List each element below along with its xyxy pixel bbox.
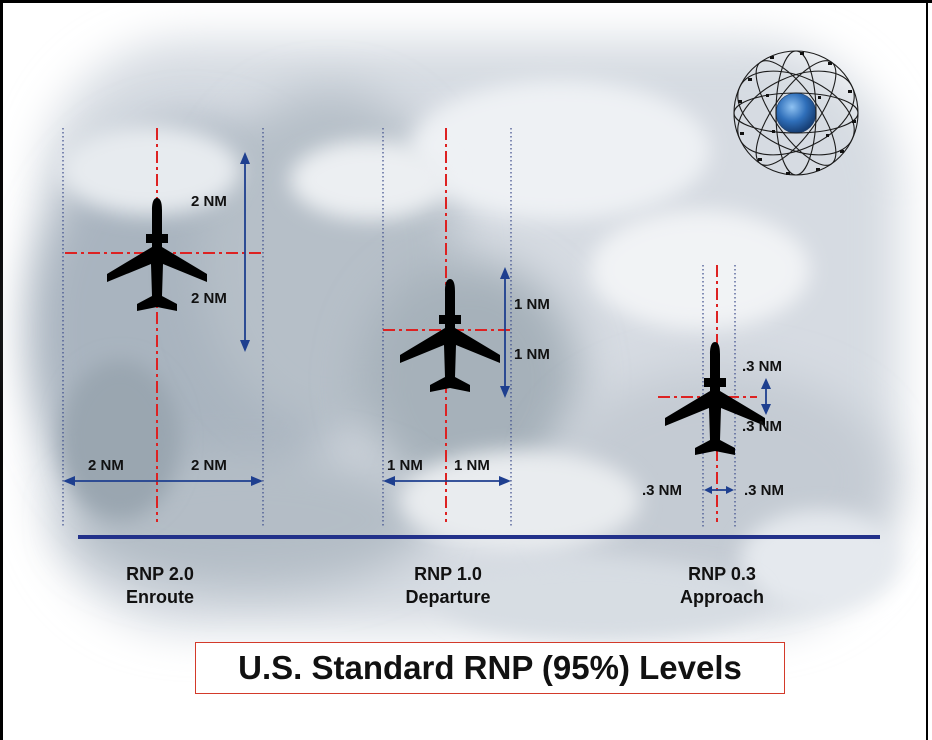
- rnp03-lower-distance-label: .3 NM: [742, 418, 783, 435]
- rnp2-caption: RNP 2.0 Enroute: [60, 563, 260, 609]
- frame-left-border: [0, 0, 3, 740]
- rnp2-left-distance-label: 2 NM: [88, 457, 124, 474]
- rnp1-caption: RNP 1.0 Departure: [348, 563, 548, 609]
- page-title: U.S. Standard RNP (95%) Levels: [238, 649, 742, 686]
- frame-top-border: [0, 0, 932, 3]
- gps-satellite-constellation-icon: [733, 50, 859, 176]
- rnp2-upper-distance-label: 2 NM: [191, 193, 227, 210]
- rnp2-right-distance-label: 2 NM: [191, 457, 227, 474]
- rnp03-caption: RNP 0.3 Approach: [622, 563, 822, 609]
- rnp1-phase-name: Departure: [405, 587, 491, 607]
- rnp03-phase-name: Approach: [679, 587, 764, 607]
- rnp2-lower-distance-label: 2 NM: [191, 290, 227, 307]
- rnp1-level-name: RNP 1.0: [414, 564, 482, 584]
- rnp1-upper-distance-label: 1 NM: [514, 296, 550, 313]
- rnp2-level-name: RNP 2.0: [126, 564, 194, 584]
- rnp1-right-distance-label: 1 NM: [454, 457, 490, 474]
- rnp2-phase-name: Enroute: [125, 587, 194, 607]
- frame-right-border: [926, 0, 928, 740]
- rnp1-lower-distance-label: 1 NM: [514, 346, 550, 363]
- baseline-divider: [78, 535, 880, 539]
- dimension-arrows: [63, 152, 771, 494]
- rnp03-right-distance-label: .3 NM: [744, 482, 785, 499]
- rnp03-level-name: RNP 0.3: [688, 564, 756, 584]
- rnp03-upper-distance-label: .3 NM: [742, 358, 783, 375]
- title-box: U.S. Standard RNP (95%) Levels: [195, 642, 785, 694]
- containment-boundaries: [62, 128, 736, 527]
- rnp1-left-distance-label: 1 NM: [387, 457, 423, 474]
- rnp03-left-distance-label: .3 NM: [642, 482, 683, 499]
